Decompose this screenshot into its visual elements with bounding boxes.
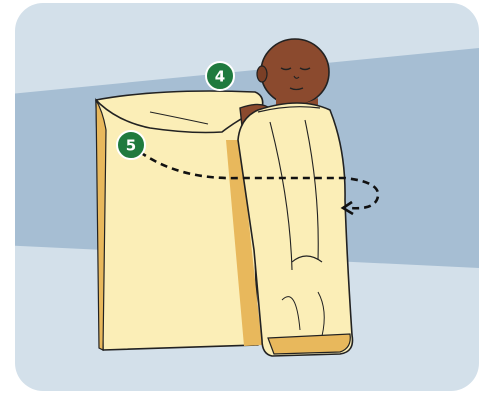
step-4-label: 4 (215, 68, 225, 86)
step-5-label: 5 (126, 137, 136, 155)
blanket-shape (96, 91, 263, 350)
step-5-badge: 5 (117, 131, 145, 159)
step-4-badge: 4 (206, 62, 234, 90)
